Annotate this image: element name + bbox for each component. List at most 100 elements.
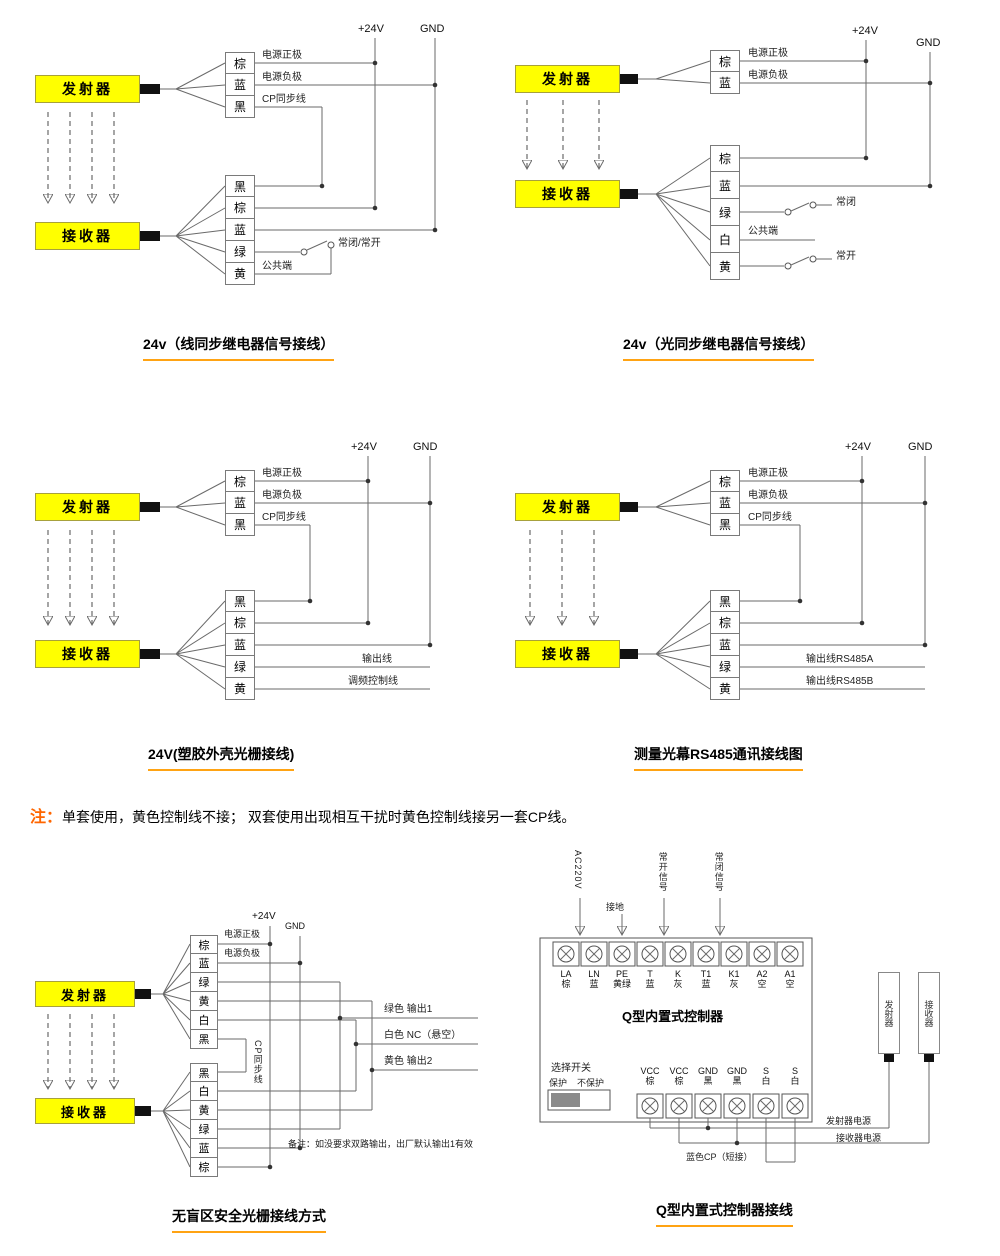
terminal-cell: 棕 [710,50,740,72]
d3-rx-terminal-block: 黑 棕 蓝 绿 黄 [225,590,255,700]
d1-title: 24v（线同步继电器信号接线） [143,334,335,361]
d2-tx-terminal-block: 棕 蓝 [710,50,740,94]
d1-rx-terminal-block: 黑 棕 蓝 绿 黄 [225,175,255,285]
d2-label-no: 常开 [836,251,856,262]
terminal-cell: 绿 [225,241,255,263]
d4-label-power-negative: 电源负极 [748,490,788,501]
d6-controller [539,898,934,1163]
terminal-cell: 黑 [190,1030,218,1049]
d6-top-screw-terminals [552,941,804,967]
d3-receiver-box: 接收器 [35,640,140,668]
d6-selector-slider [547,1089,611,1111]
d6-top-term-label: LN 蓝 [588,969,600,989]
d6-bottom-term-label: VCC 棕 [640,1066,660,1086]
d3-transmitter-box: 发射器 [35,493,140,521]
d4-wiring [530,456,928,690]
d6-protect-label: 保护 [549,1078,568,1088]
terminal-cell: 棕 [710,470,740,492]
d6-top-term-label: A2 空 [756,969,768,989]
terminal-cell: 蓝 [190,1139,218,1158]
d6-transmitter-bar: 发射器 [878,972,900,1054]
d6-top-term-label: A1 空 [784,969,796,989]
d6-label-nc-signal: 常闭信号 [713,852,724,892]
terminal-cell: 蓝 [225,634,255,656]
d3-title: 24V(塑胶外壳光栅接线) [148,744,295,771]
d1-label-common: 公共端 [262,261,292,272]
d6-controller-name: Q型内置式控制器 [622,1009,724,1024]
terminal-cell: 白 [710,226,740,253]
d2-wiring [527,40,933,270]
d4-tx-terminal-block: 棕 蓝 黑 [710,470,740,536]
terminal-cell: 黄 [190,1101,218,1120]
d5-label-output2: 黄色 输出2 [384,1056,433,1067]
d1-label-cp-sync: CP同步线 [262,94,306,105]
d1-receiver-box: 接收器 [35,222,140,250]
d5-label-output1: 绿色 输出1 [384,1004,433,1015]
terminal-cell: 蓝 [190,954,218,973]
terminal-cell: 黄 [225,263,255,285]
d3-label-power-positive: 电源正极 [262,468,302,479]
terminal-cell: 棕 [225,52,255,74]
d6-label-earth: 接地 [606,902,625,912]
terminal-cell: 绿 [190,973,218,992]
d3-tx-terminal-block: 棕 蓝 黑 [225,470,255,536]
d1-transmitter-box: 发射器 [35,75,140,103]
d1-label-power-negative: 电源负极 [262,72,302,83]
d2-label-nc: 常闭 [836,197,856,208]
terminal-cell: 黑 [225,175,255,197]
d1-label-gnd: GND [420,23,445,35]
d4-label-rs485b: 输出线RS485B [806,676,874,687]
terminal-cell: 蓝 [710,172,740,199]
d6-title: Q型内置式控制器接线 [656,1200,793,1227]
terminal-cell: 黄 [710,253,740,280]
terminal-cell: 棕 [710,145,740,172]
terminal-cell: 黄 [190,992,218,1011]
d4-label-cp-sync: CP同步线 [748,512,792,523]
terminal-cell: 绿 [710,199,740,226]
d1-light-beams [48,112,114,202]
d4-receiver-box: 接收器 [515,640,620,668]
d4-transmitter-box: 发射器 [515,493,620,521]
d4-light-beams [530,530,594,624]
terminal-cell: 棕 [190,1158,218,1177]
terminal-cell: 黑 [710,514,740,536]
d3-label-cp-sync: CP同步线 [262,512,306,523]
terminal-cell: 白 [190,1082,218,1101]
terminal-cell: 绿 [225,656,255,678]
d6-top-term-label: PE 黄绿 [612,969,631,989]
d5-light-beams [48,1014,114,1088]
terminal-cell: 白 [190,1011,218,1030]
d6-receiver-bar: 接收器 [918,972,940,1054]
d6-top-term-label: T 蓝 [645,969,655,989]
d5-label-cp-sync: CP同步线 [252,1040,263,1085]
d2-light-beams [527,100,599,168]
terminal-cell: 黑 [225,590,255,612]
terminal-cell: 蓝 [225,492,255,514]
d1-tx-terminal-block: 棕 蓝 黑 [225,52,255,118]
d1-label-power-positive: 电源正极 [262,50,302,61]
d1-label-relay-contact: 常闭/常开 [338,238,381,249]
d6-tx-power-label: 发射器电源 [826,1116,872,1126]
d2-transmitter-box: 发射器 [515,65,620,93]
d6-bottom-term-label: GND 黑 [698,1066,718,1086]
note-prefix: 注： [30,809,63,826]
d3-label-power-negative: 电源负极 [262,490,302,501]
terminal-cell: 棕 [710,612,740,634]
d3-label-output: 输出线 [362,654,392,665]
d5-rx-terminal-block: 黑 白 黄 绿 蓝 棕 [190,1063,218,1177]
d6-label-ac220v: AC220V [572,850,583,890]
terminal-cell: 黑 [225,514,255,536]
d3-label-24v: +24V [351,441,377,453]
terminal-cell: 棕 [225,197,255,219]
terminal-cell: 黄 [225,678,255,700]
terminal-cell: 黑 [190,1063,218,1082]
d6-top-term-label: K1 灰 [728,969,740,989]
terminal-cell: 棕 [225,612,255,634]
d6-bottom-term-label: GND 黑 [727,1066,747,1086]
d5-label-24v: +24V [252,911,276,922]
d5-label-gnd: GND [285,921,305,931]
d5-transmitter-box: 发射器 [35,981,135,1007]
d2-label-gnd: GND [916,37,941,49]
